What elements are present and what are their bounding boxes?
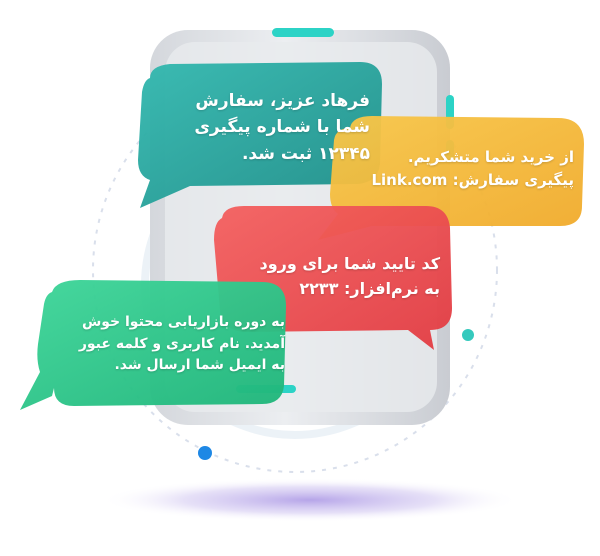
code-message-line: کد تایید شما برای ورود [259,254,440,273]
thanks-message-line: از خرید شما متشکریم. [407,148,574,166]
order-message-line: ۱۲۳۴۵ ثبت شد. [241,143,370,164]
floor-shadow [100,478,520,522]
code-message: کد تایید شما برای ورود به نرم‌افزار: ۲۲۳… [210,252,440,302]
orbit-dot-blue [198,446,212,460]
thanks-message-line: پیگیری سفارش: Link.com [371,171,574,190]
course-bubble [20,280,286,410]
course-message-line: به ایمیل شما ارسال شد. [114,357,285,374]
course-message-line: آمدید. نام کاربری و کلمه عبور [78,335,285,352]
dashed-orbit [92,67,498,473]
order-bubble [138,62,382,208]
code-message-line: به نرم‌افزار: ۲۲۳۳ [299,278,440,298]
order-message: فرهاد عزیز، سفارش شما با شماره پیگیری ۱۲… [150,88,370,167]
order-message-line: شما با شماره پیگیری [194,117,370,138]
course-message: به دوره بازاریابی محتوا خوش آمدید. نام ک… [40,312,285,377]
thanks-message: از خرید شما متشکریم. پیگیری سفارش: Link.… [336,146,574,193]
orbit-dot-teal [462,329,474,341]
course-message-line: به دوره بازاریابی محتوا خوش [81,314,285,330]
order-message-line: فرهاد عزیز، سفارش [195,91,370,111]
